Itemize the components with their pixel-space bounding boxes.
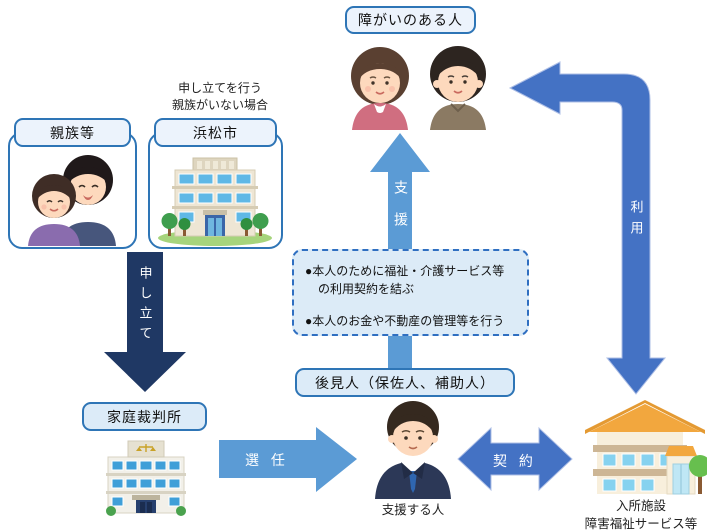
node-family-court: 家庭裁判所 [82, 402, 207, 431]
petition-arrow-label: 申し立て [137, 266, 153, 346]
relative-woman-figure [28, 174, 80, 246]
supporter-illustration [375, 401, 451, 499]
facility-illustration [585, 400, 707, 495]
no-relatives-note-line2: 親族がいない場合 [171, 98, 268, 113]
appointment-arrow-label: 選 任 [245, 452, 289, 468]
duty-1-line2: の利用契約を結ぶ [318, 282, 415, 296]
no-relatives-note: 申し立てを行う 親族がいない場合 [140, 80, 300, 115]
duty-2: ●本人のお金や不動産の管理等を行う [305, 314, 505, 328]
elderly-man-figure [430, 46, 486, 130]
elderly-couple-illustration [351, 46, 486, 130]
facility-label-line2: 障害福祉サービス等 [584, 517, 698, 530]
petition-arrow [104, 252, 186, 392]
scales-emblem [136, 444, 156, 452]
trees [161, 213, 269, 236]
supporter-label: 支援する人 [381, 503, 445, 517]
contract-arrow-label: 契 約 [493, 453, 537, 469]
no-relatives-note-line1: 申し立てを行う [178, 81, 262, 95]
duty-1-line1: ●本人のために福祉・介護サービス等 [305, 264, 505, 278]
city-hall-illustration [158, 157, 272, 246]
node-guardian: 後見人（保佐人、補助人） [295, 368, 515, 397]
facility-label-line1: 入所施設 [615, 499, 666, 513]
use-arrow [508, 61, 667, 395]
elderly-woman-figure [351, 47, 409, 130]
relatives-couple-illustration [28, 155, 116, 246]
node-disabled-person: 障がいのある人 [345, 6, 476, 34]
facility-label: 入所施設 障害福祉サービス等 [575, 497, 707, 530]
appointment-arrow [219, 427, 357, 492]
court-building-illustration [106, 440, 186, 516]
support-arrow-label: 支援 [393, 180, 409, 244]
contract-arrow [457, 426, 573, 492]
node-relatives: 親族等 [14, 118, 131, 147]
node-city: 浜松市 [154, 118, 277, 147]
guardian-duties-box: ●本人のために福祉・介護サービス等 の利用契約を結ぶ ●本人のお金や不動産の管理… [292, 249, 529, 336]
use-arrow-label: 利用 [628, 200, 644, 242]
